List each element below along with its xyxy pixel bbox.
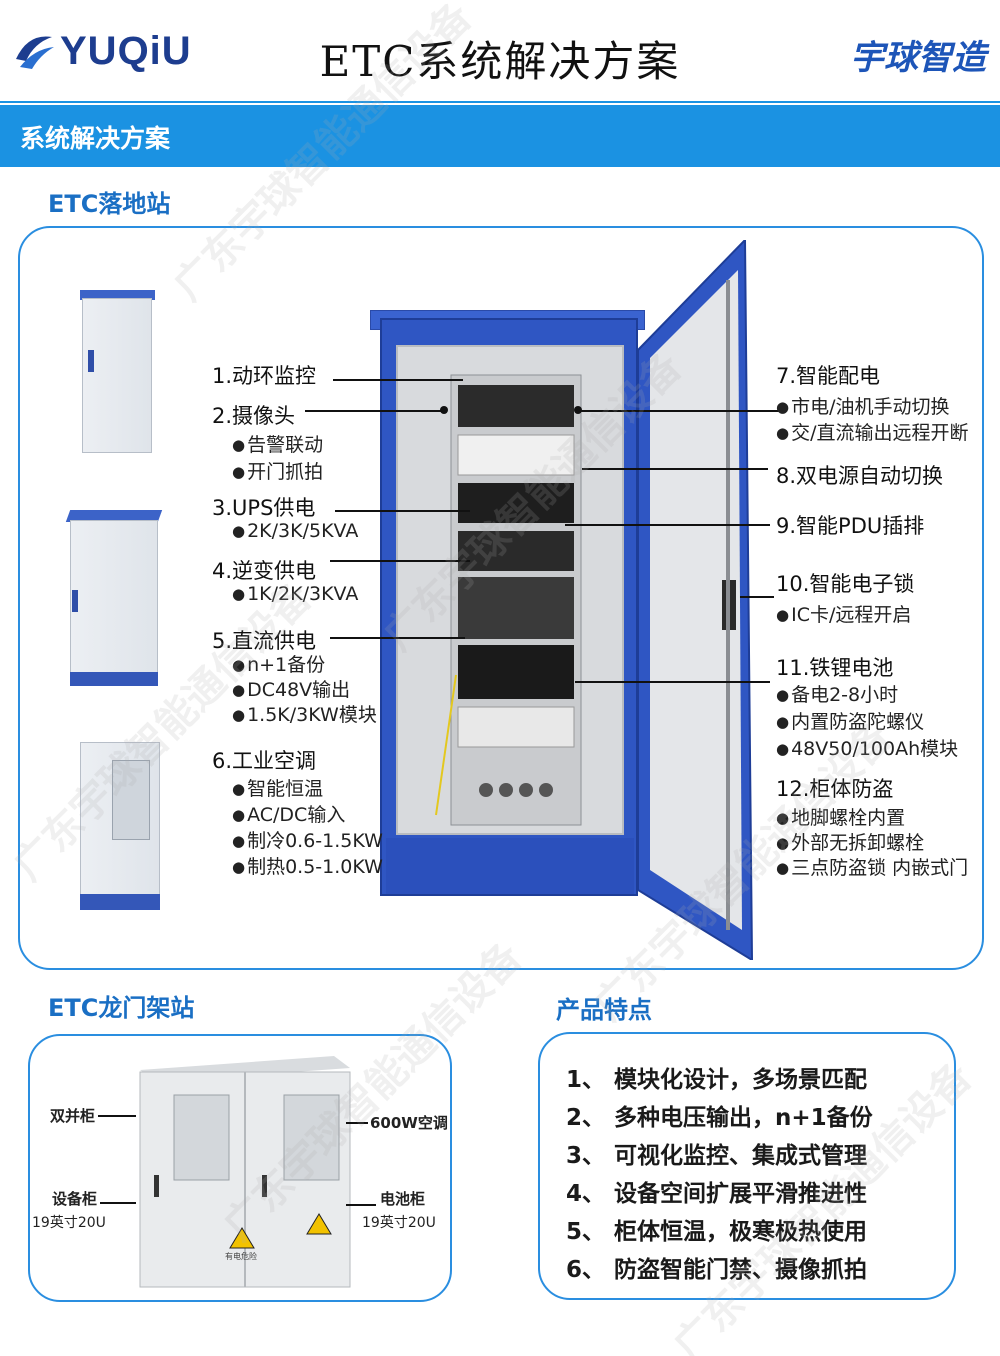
gantry-label: 600W空调 bbox=[370, 1114, 448, 1132]
section-bar: 系统解决方案 bbox=[0, 105, 1000, 167]
callout-dot bbox=[574, 406, 582, 414]
features-panel bbox=[538, 1032, 956, 1300]
gantry-label-spec: 19英寸20U bbox=[32, 1215, 106, 1231]
callout-line bbox=[100, 1202, 136, 1204]
callout-bullet: 1.5K/3KW模块 bbox=[232, 700, 377, 727]
callout-bullet: n+1备份 bbox=[232, 650, 325, 677]
section-bar-title: 系统解决方案 bbox=[20, 124, 171, 153]
callout-title: 5.直流供电 bbox=[212, 629, 317, 653]
callout-line bbox=[330, 637, 465, 639]
callout-bullet: 地脚螺栓内置 bbox=[776, 803, 905, 830]
callout-title: 4.逆变供电 bbox=[212, 559, 317, 583]
callout-bullet: 制热0.5-1.0KW bbox=[232, 852, 383, 879]
gantry-label: 双并柜 bbox=[50, 1107, 96, 1125]
callout-dot bbox=[440, 406, 448, 414]
callout-bullet: 开门抓拍 bbox=[232, 457, 323, 484]
feature-item: 1、模块化设计，多场景匹配 bbox=[566, 1067, 867, 1093]
callout-title: 11.铁锂电池 bbox=[776, 656, 894, 680]
feature-item: 2、多种电压输出，n+1备份 bbox=[566, 1105, 873, 1131]
callout-bullet: DC48V输出 bbox=[232, 675, 350, 702]
callout-bullet: 智能恒温 bbox=[232, 774, 323, 801]
callout-bullet: 告警联动 bbox=[232, 430, 323, 457]
features-heading: 产品特点 bbox=[556, 996, 652, 1024]
floor-station-heading: ETC落地站 bbox=[48, 190, 171, 218]
callout-title: 12.柜体防盗 bbox=[776, 777, 894, 801]
logo-text: YUQiU bbox=[60, 28, 192, 73]
mini-aircon-grille bbox=[112, 760, 150, 840]
callout-line bbox=[580, 410, 780, 412]
logo-mark-icon bbox=[12, 29, 56, 73]
callout-bullet: 市电/油机手动切换 bbox=[776, 392, 949, 419]
callout-line bbox=[575, 681, 770, 683]
callout-bullet: 1K/2K/3KVA bbox=[232, 583, 358, 605]
callout-line bbox=[98, 1115, 136, 1117]
callout-line bbox=[740, 596, 774, 598]
callout-bullet: 48V50/100Ah模块 bbox=[776, 734, 958, 761]
page-header: YUQiU ETC系统解决方案 宇球智造 bbox=[0, 0, 1000, 103]
callout-bullet: 交/直流输出远程开断 bbox=[776, 418, 968, 445]
feature-item: 4、设备空间扩展平滑推进性 bbox=[566, 1181, 867, 1207]
callout-title: 7.智能配电 bbox=[776, 364, 881, 388]
feature-item: 3、可视化监控、集成式管理 bbox=[566, 1143, 867, 1169]
gantry-station-heading: ETC龙门架站 bbox=[48, 994, 195, 1022]
feature-item: 6、防盗智能门禁、摄像抓拍 bbox=[566, 1257, 867, 1283]
warning-sign-text: 有电危险 bbox=[225, 1252, 257, 1261]
callout-title: 2.摄像头 bbox=[212, 404, 296, 428]
cabinet-open-door bbox=[637, 240, 754, 960]
feature-item: 5、柜体恒温，极寒极热使用 bbox=[566, 1219, 867, 1245]
gantry-cabinet-illustration bbox=[139, 1056, 351, 1288]
callout-line bbox=[346, 1122, 368, 1124]
callout-title: 10.智能电子锁 bbox=[776, 572, 915, 596]
callout-line bbox=[330, 560, 470, 562]
cabinet-base bbox=[386, 838, 634, 894]
gantry-label: 电池柜 bbox=[380, 1190, 426, 1208]
callout-title: 3.UPS供电 bbox=[212, 496, 316, 520]
callout-bullet: AC/DC输入 bbox=[232, 800, 345, 827]
callout-bullet: 内置防盗陀螺仪 bbox=[776, 707, 924, 734]
callout-title: 9.智能PDU插排 bbox=[776, 514, 925, 538]
callout-bullet: 制冷0.6-1.5KW bbox=[232, 826, 383, 853]
callout-title: 6.工业空调 bbox=[212, 749, 317, 773]
callout-title: 8.双电源自动切换 bbox=[776, 464, 944, 488]
callout-line bbox=[305, 410, 445, 412]
callout-bullet: 外部无拆卸螺栓 bbox=[776, 828, 924, 855]
rack-equipment bbox=[435, 374, 582, 826]
callout-line bbox=[565, 524, 770, 526]
callout-bullet: 备电2-8小时 bbox=[776, 680, 898, 707]
gantry-label-spec: 19英寸20U bbox=[362, 1215, 436, 1231]
callout-bullet: 三点防盗锁 内嵌式门 bbox=[776, 853, 968, 880]
callout-line bbox=[333, 379, 463, 381]
callout-line bbox=[582, 468, 768, 470]
logo: YUQiU bbox=[12, 26, 192, 76]
gantry-label: 设备柜 bbox=[52, 1190, 98, 1208]
callout-bullet: IC卡/远程开启 bbox=[776, 600, 911, 627]
callout-title: 1.动环监控 bbox=[212, 364, 317, 388]
callout-bullet: 2K/3K/5KVA bbox=[232, 520, 358, 542]
callout-line bbox=[346, 1204, 376, 1206]
brand-name: 宇球智造 bbox=[850, 38, 986, 78]
callout-line bbox=[335, 510, 470, 512]
page-title: ETC系统解决方案 bbox=[319, 37, 681, 86]
